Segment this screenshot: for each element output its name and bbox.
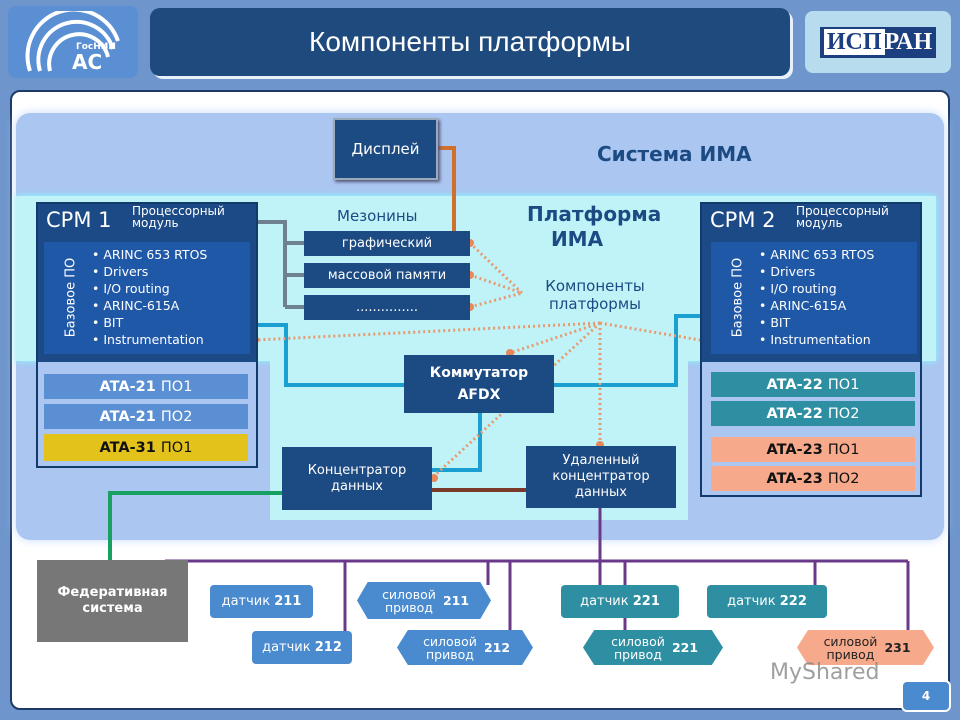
mezzanines-label: Мезонины [337,207,418,225]
app-ata23-po1: ATA-23 ПО1 [711,437,915,462]
list-item: • Instrumentation [92,332,204,347]
list-item: • ARINC 653 RTOS [92,247,208,262]
base-software-label: Базовое ПО [730,257,746,338]
cpm1-base-software: Базовое ПО • ARINC 653 RTOS • Drivers • I/… [44,242,250,354]
list-item: • ARINC 653 RTOS [759,247,875,262]
list-item: • I/O routing [92,281,170,296]
switch-type: AFDX [457,387,501,403]
actuator-212: силовой привод 212 [397,630,533,665]
cpm1-module: CPM 1 Процессорный модуль Базовое ПО • A… [36,202,258,468]
mezzanine-other: ............... [304,295,470,320]
list-item: • Instrumentation [759,332,871,347]
cpm2-module: CPM 2 Процессорный модуль Базовое ПО • A… [700,202,922,497]
data-concentrator: Концентратор данных [282,447,432,510]
app-ata21-po2: ATA-21 ПО2 [44,404,248,429]
base-software-label: Базовое ПО [63,257,79,338]
page-number: 4 [901,680,951,712]
mezzanine-graphics: графический [304,231,470,256]
app-ata22-po2: ATA-22 ПО2 [711,401,915,426]
cpm2-name: CPM 2 [710,208,776,232]
sensor-222: датчик 222 [707,585,827,618]
ima-platform-label: Платформа ИМА [527,202,662,251]
list-item: • BIT [759,315,791,330]
app-ata21-po1: ATA-21 ПО1 [44,374,248,399]
app-ata22-po1: ATA-22 ПО1 [711,372,915,397]
actuator-231: силовой привод 231 [797,630,934,665]
list-item: • BIT [92,315,124,330]
ima-system-label: Система ИМА [597,142,752,166]
cpm2-base-software: Базовое ПО • ARINC 653 RTOS • Drivers • I/… [711,242,917,354]
myshared-watermark: MyShared [770,660,880,685]
actuator-211: силовой привод 211 [357,582,491,619]
federated-system: Федеративная система [37,560,188,642]
svg-text:АС: АС [72,50,102,73]
sensor-212: датчик 212 [252,631,352,664]
app-ata31-po1: ATA-31 ПО1 [44,434,248,461]
svg-text:ГосНИИ: ГосНИИ [76,42,116,52]
sensor-221: датчик 221 [561,585,679,618]
actuator-221: силовой привод 221 [583,630,723,665]
platform-components-label: Компоненты платформы [545,277,645,313]
cpm2-subtitle: Процессорный модуль [796,204,889,230]
remote-data-concentrator: Удаленный концентратор данных [526,446,676,508]
list-item: • Drivers [759,264,816,279]
list-item: • I/O routing [759,281,837,296]
list-item: • ARINC-615A [759,298,847,313]
cpm1-subtitle: Процессорный модуль [132,204,225,230]
switch-label: Коммутатор [429,365,529,381]
sensor-211: датчик 211 [210,585,313,618]
page-title: Компоненты платформы [150,8,790,76]
display-box: Дисплей [333,118,438,180]
list-item: • Drivers [92,264,149,279]
cpm1-name: CPM 1 [46,208,112,232]
list-item: • ARINC-615A [92,298,180,313]
app-ata23-po2: ATA-23 ПО2 [711,466,915,491]
mezzanine-mass-storage: массовой памяти [304,263,470,288]
